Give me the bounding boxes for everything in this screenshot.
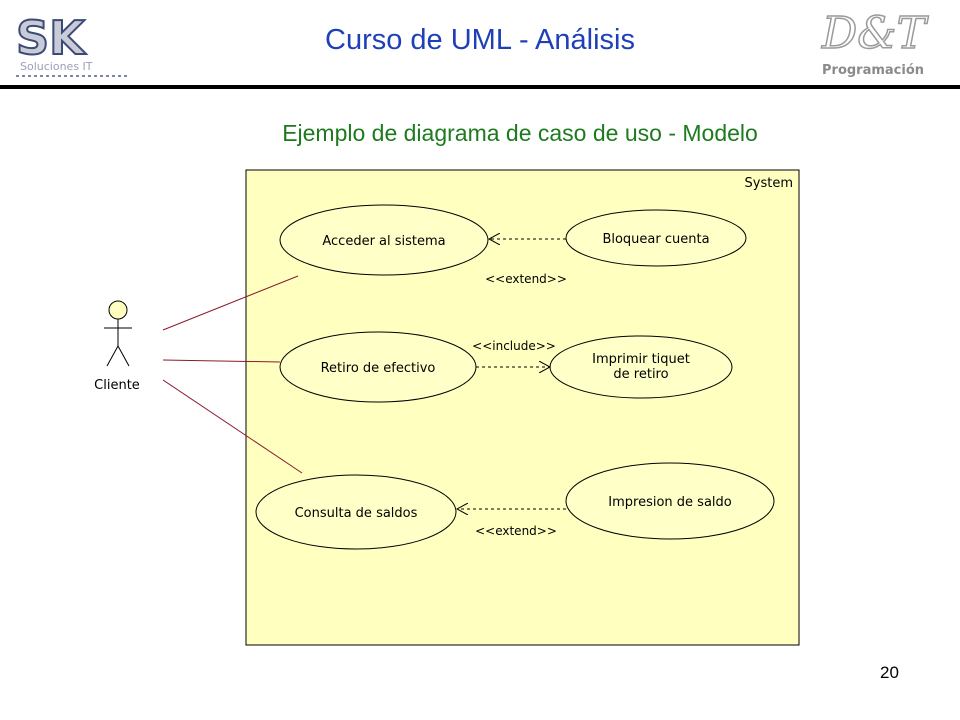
actor-label: Cliente <box>94 378 140 393</box>
page-number: 20 <box>880 663 899 682</box>
page-title: Curso de UML - Análisis <box>325 24 635 56</box>
usecase-label: Retiro de efectivo <box>321 361 436 376</box>
include-label: <<include>> <box>472 339 556 353</box>
logo-sk-mark: SK <box>16 11 87 65</box>
sk-soluciones-logo: SK Soluciones IT <box>15 10 128 77</box>
actor-leg-right <box>117 345 130 367</box>
actor-head <box>108 300 128 320</box>
usecase-bloquear-cuenta[interactable]: Bloquear cuenta <box>565 209 747 267</box>
logo-dt-subtext: Programación <box>822 63 924 78</box>
usecase-label: Acceder al sistema <box>322 234 445 249</box>
usecase-label: Consulta de saldos <box>295 506 418 521</box>
usecase-consulta-de-saldos[interactable]: Consulta de saldos <box>255 474 457 550</box>
logo-dt-mark: D&T <box>821 8 929 59</box>
extend-label-2: <<extend>> <box>475 524 557 538</box>
dt-programacion-logo: D&T Programación <box>820 7 930 78</box>
association-acceder <box>162 275 299 331</box>
usecase-label: Impresion de saldo <box>608 495 732 510</box>
usecase-imprimir-tiquet[interactable]: Imprimir tiquet de retiro <box>549 335 733 399</box>
usecase-acceder-al-sistema[interactable]: Acceder al sistema <box>279 204 489 276</box>
usecase-retiro-de-efectivo[interactable]: Retiro de efectivo <box>279 331 477 403</box>
system-label: System <box>745 176 793 191</box>
extend-label-1: <<extend>> <box>485 272 567 286</box>
usecase-impresion-de-saldo[interactable]: Impresion de saldo <box>565 462 775 540</box>
header-divider <box>0 85 960 89</box>
logo-sk-subtext: Soluciones IT <box>20 60 93 73</box>
usecase-label: Bloquear cuenta <box>602 232 709 247</box>
usecase-label-line2: de retiro <box>613 367 668 382</box>
usecase-label-line1: Imprimir tiquet <box>592 352 690 367</box>
association-consulta <box>162 379 303 474</box>
slide-subtitle: Ejemplo de diagrama de caso de uso - Mod… <box>282 120 758 146</box>
actor-leg-left <box>106 345 119 367</box>
actor-cliente[interactable]: Cliente <box>94 300 140 393</box>
association-retiro <box>162 359 281 363</box>
